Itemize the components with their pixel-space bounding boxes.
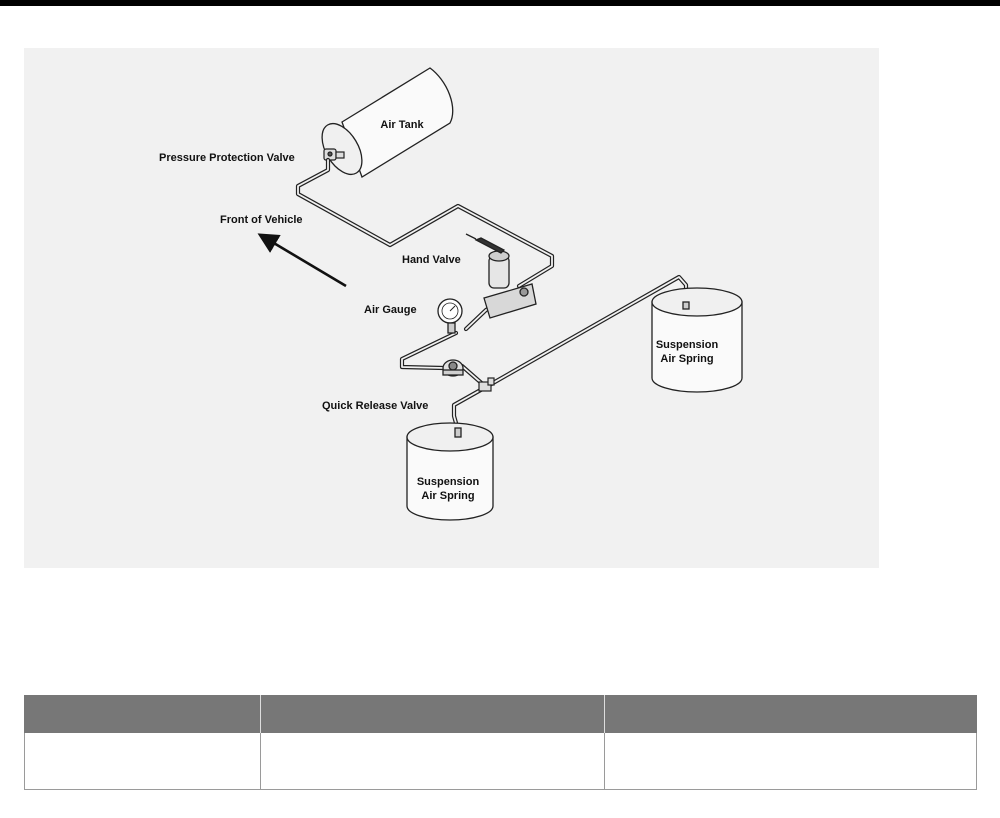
- table-cell: [604, 733, 977, 790]
- table-header-cell-3: [604, 695, 977, 733]
- pressure-protection-valve-label: Pressure Protection Valve: [159, 152, 295, 164]
- hand-valve-label: Hand Valve: [402, 254, 461, 266]
- table-row: [24, 733, 977, 790]
- pressure-protection-valve-icon: [323, 148, 345, 161]
- table-header-cell-2: [260, 695, 605, 733]
- top-rule: [0, 0, 1000, 6]
- rear-spring-label-line1: Suspension: [656, 339, 719, 351]
- spec-table: [24, 695, 977, 790]
- air-tank-label: Air Tank: [380, 119, 424, 131]
- front-spring-label-line2: Air Spring: [421, 490, 474, 502]
- table-header-row: [24, 695, 977, 733]
- air-gauge-icon: [437, 298, 463, 334]
- quick-release-valve-icon: [442, 359, 464, 377]
- rear-spring-label-line2: Air Spring: [660, 353, 713, 365]
- table-cell: [24, 733, 261, 790]
- front-of-vehicle-label: Front of Vehicle: [220, 214, 303, 226]
- rear-suspension-air-spring: [651, 287, 743, 393]
- front-suspension-air-spring: [406, 422, 494, 521]
- hand-valve-icon: [465, 233, 537, 319]
- air-tank: [321, 67, 454, 178]
- air-suspension-diagram: Air Tank Pressure Protection Valve: [24, 48, 879, 568]
- table-cell: [260, 733, 605, 790]
- quick-release-valve-label: Quick Release Valve: [322, 400, 428, 412]
- air-gauge-label: Air Gauge: [364, 304, 417, 316]
- tee-fitting-icon: [478, 377, 495, 392]
- table-header-cell-1: [24, 695, 261, 733]
- front-spring-label-line1: Suspension: [417, 476, 480, 488]
- front-direction-arrow: [257, 233, 347, 288]
